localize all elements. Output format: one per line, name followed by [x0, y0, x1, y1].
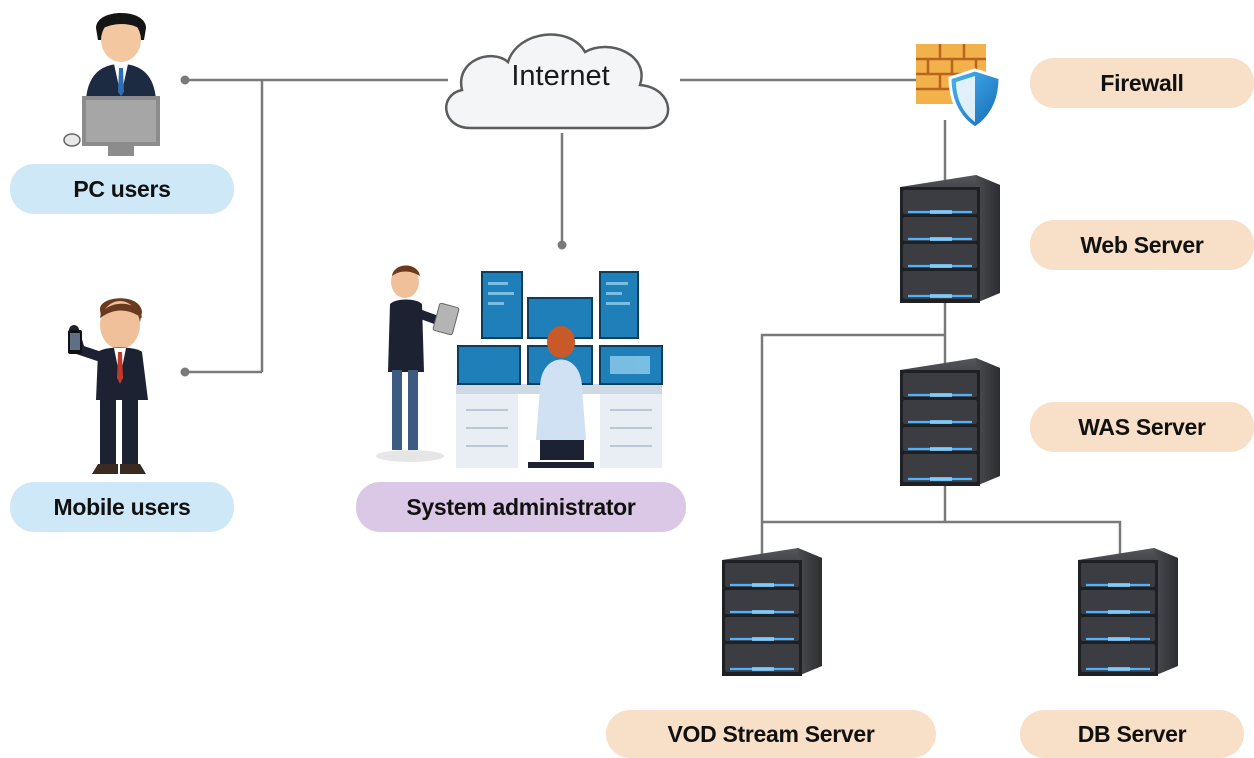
pc-users-pill: PC users — [10, 164, 234, 214]
firewall-icon — [916, 44, 1002, 130]
server-rack-icon — [1076, 546, 1180, 678]
vod-stream-server-label: VOD Stream Server — [667, 720, 875, 747]
mobile-user-icon — [68, 298, 148, 474]
mobile-users-label: Mobile users — [53, 493, 191, 520]
firewall-label: Firewall — [1100, 69, 1184, 96]
was-server-label: WAS Server — [1078, 413, 1206, 440]
internet-label: Internet — [511, 60, 610, 92]
pc-users-label: PC users — [73, 175, 171, 202]
web-server-pill: Web Server — [1030, 220, 1254, 270]
cloud-icon — [445, 33, 670, 130]
web-server-label: Web Server — [1080, 231, 1204, 258]
system-administrator-label: System administrator — [406, 493, 636, 520]
server-rack-icon — [898, 173, 1002, 305]
server-rack-icon — [720, 546, 824, 678]
db-server-label: DB Server — [1077, 720, 1187, 747]
vod-stream-server-pill: VOD Stream Server — [606, 710, 936, 758]
was-server-pill: WAS Server — [1030, 402, 1254, 452]
pc-user-icon — [63, 13, 160, 156]
db-server-pill: DB Server — [1020, 710, 1244, 758]
system-administrator-pill: System administrator — [356, 482, 686, 532]
mobile-users-pill: Mobile users — [10, 482, 234, 532]
firewall-pill: Firewall — [1030, 58, 1254, 108]
admin-desk-icon — [376, 265, 663, 468]
server-rack-icon — [898, 356, 1002, 488]
connection-lines — [185, 78, 1122, 560]
